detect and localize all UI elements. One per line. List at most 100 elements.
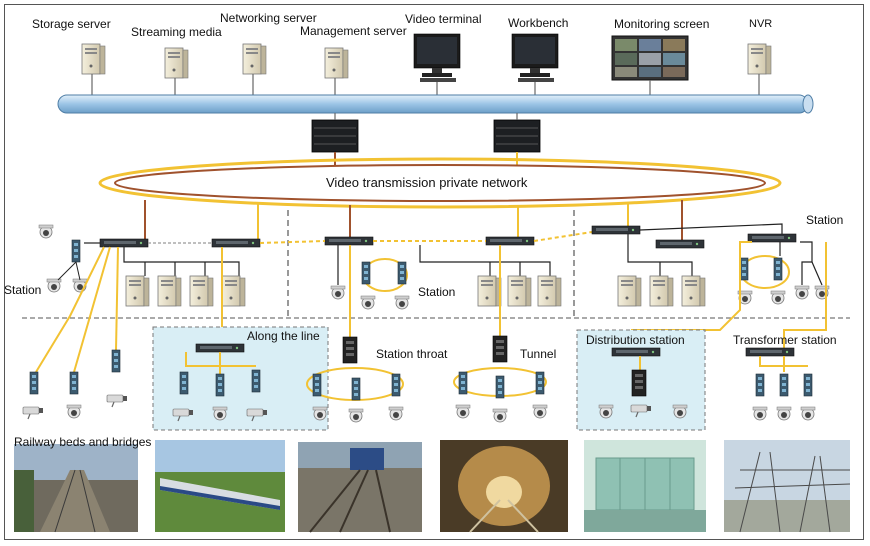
station-right-server-2 [649, 275, 674, 307]
transformer-dome-2 [776, 406, 792, 421]
station-left-server-3 [189, 275, 214, 307]
station-switch-right-b [655, 239, 705, 249]
tunnel-ind-3 [535, 371, 545, 395]
station-mid-dome-2 [360, 295, 376, 310]
networking-server-label: Networking server [220, 11, 317, 25]
station-right-ind-switch-1 [739, 257, 749, 281]
distribution-room-photo [584, 440, 706, 532]
tunnel-label: Tunnel [520, 347, 557, 361]
nvr-label: NVR [749, 18, 773, 30]
substation-photo [724, 440, 851, 533]
station-throat-ind-3 [391, 373, 401, 397]
diagram-frame [4, 4, 864, 540]
tunnel-ind-2 [495, 375, 505, 399]
tunnel-photo [440, 440, 568, 533]
station-switch-right-a [591, 225, 641, 235]
tunnel-switch [492, 335, 508, 363]
backbone-bus [57, 94, 814, 114]
station-mid-dome-3 [394, 295, 410, 310]
station-right-label: Station [806, 213, 844, 227]
transformer-switch [745, 347, 795, 357]
monitoring-screen-label: Monitoring screen [614, 17, 710, 31]
station-switch-right-c [747, 233, 797, 243]
station-mid-ind-switch-2 [397, 261, 407, 285]
station-switch-mid-b [485, 236, 535, 246]
distribution-dome-2 [672, 404, 688, 419]
monitoring-screen-icon [611, 35, 689, 81]
station-left-dome-2 [46, 278, 62, 293]
along-line-ind-switch-1 [179, 371, 189, 395]
networking-server-icon [242, 43, 267, 75]
transformer-ind-3 [803, 373, 813, 397]
tunnel-dome-3 [532, 404, 548, 419]
transformer-station-label: Transformer station [733, 333, 837, 347]
along-line-ind-switch-2 [215, 373, 225, 397]
station-switch-left-b [211, 238, 261, 248]
management-server-label: Management server [300, 24, 407, 38]
station-right-server-1 [617, 275, 642, 307]
station-left-dome-1 [38, 224, 54, 239]
video-terminal-label: Video terminal [405, 12, 482, 26]
station-left-server-4 [221, 275, 246, 307]
field-ind-switch-3 [111, 349, 121, 373]
transformer-dome-3 [800, 406, 816, 421]
storage-server-label: Storage server [32, 17, 111, 31]
station-right-dome-3 [794, 285, 810, 300]
field-bullet-1 [22, 406, 44, 420]
transformer-dome-1 [752, 406, 768, 421]
distribution-big-switch [631, 369, 647, 397]
private-network-ring [98, 157, 782, 209]
video-terminal-icon [413, 33, 461, 83]
along-the-line-label: Along the line [247, 329, 320, 343]
station-throat-dome-1 [312, 406, 328, 421]
station-throat-ind-1 [312, 373, 322, 397]
transformer-ind-2 [779, 373, 789, 397]
station-mid-ind-switch-1 [361, 261, 371, 285]
storage-server-icon [81, 43, 106, 75]
station-left-server-2 [157, 275, 182, 307]
management-server-icon [324, 47, 349, 79]
field-ind-switch-2 [69, 371, 79, 395]
field-ind-switch-1 [29, 371, 39, 395]
field-bullet-2 [106, 394, 128, 408]
station-throat-switch [342, 336, 358, 364]
core-switch-right [493, 119, 541, 153]
tunnel-dome-2 [492, 408, 508, 423]
station-tracks-photo [298, 442, 422, 533]
distribution-switch [611, 347, 661, 357]
station-throat-ind-2 [351, 377, 361, 401]
station-throat-dome-3 [388, 406, 404, 421]
field-dome-1 [66, 404, 82, 419]
distribution-station-label: Distribution station [586, 333, 685, 347]
station-switch-left-a [99, 238, 149, 248]
distribution-dome-1 [598, 404, 614, 419]
streaming-media-icon [164, 47, 189, 79]
station-switch-mid-a [324, 236, 374, 246]
railway-beds-label: Railway beds and bridges [14, 435, 152, 449]
workbench-label: Workbench [508, 16, 569, 30]
station-right-dome-2 [770, 290, 786, 305]
private-network-label: Video transmission private network [326, 175, 528, 190]
nvr-icon [747, 43, 772, 75]
tunnel-dome-1 [455, 404, 471, 419]
railway-bridge-photo [14, 444, 138, 533]
station-mid-dome-1 [330, 285, 346, 300]
transformer-ind-1 [755, 373, 765, 397]
station-throat-dome-2 [348, 408, 364, 423]
station-left-label: Station [4, 283, 42, 297]
station-mid-server-1 [477, 275, 502, 307]
station-mid-server-2 [507, 275, 532, 307]
station-left-server-1 [125, 275, 150, 307]
station-right-ind-switch-2 [773, 257, 783, 281]
train-photo [155, 440, 285, 532]
workbench-icon [511, 33, 559, 83]
station-right-server-3 [681, 275, 706, 307]
streaming-media-label: Streaming media [131, 25, 222, 39]
core-switch-left [311, 119, 359, 153]
tunnel-ind-1 [458, 371, 468, 395]
station-throat-label: Station throat [376, 347, 448, 361]
station-left-industrial-switch [71, 239, 81, 263]
along-line-dome [212, 406, 228, 421]
along-the-line-switch [195, 343, 245, 353]
